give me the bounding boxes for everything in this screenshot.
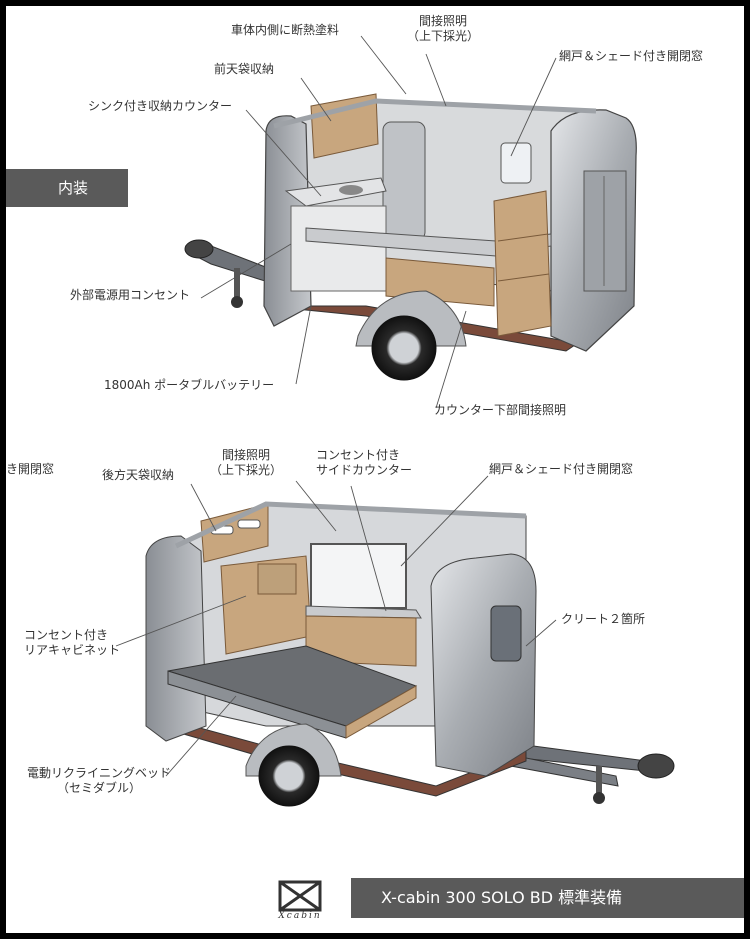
label-line-1: コンセント付き (24, 628, 109, 642)
label-cleat: クリート２箇所 (561, 612, 646, 626)
label-line-1: 間接照明 (418, 14, 467, 28)
leader-lines (115, 35, 557, 777)
label-line-2: （上下採光） (406, 29, 479, 43)
label-window-top: 網戸＆シェード付き開閉窓 (559, 49, 704, 63)
label-window-cut: き開閉窓 (6, 462, 55, 476)
label-line-2: サイドカウンター (316, 463, 413, 477)
label-sink-counter: シンク付き収納カウンター (88, 99, 233, 113)
label-line-2: （セミダブル） (56, 781, 141, 795)
section-tag-interior: 内装 (6, 169, 128, 207)
label-portable-battery: 1800Ah ポータブルバッテリー (104, 378, 275, 392)
footer-title: X-cabin 300 SOLO BD 標準装備 (351, 878, 744, 918)
label-under-counter-light: カウンター下部間接照明 (434, 403, 567, 417)
label-rear-ceiling-storage: 後方天袋収納 (102, 468, 175, 482)
label-side-counter: コンセント付き サイドカウンター (316, 448, 412, 478)
label-window-bottom: 網戸＆シェード付き開閉窓 (489, 462, 634, 476)
label-front-ceiling-storage: 前天袋収納 (214, 62, 275, 76)
label-line-2: （上下採光） (209, 463, 282, 477)
label-electric-bed: 電動リクライニングベッド （セミダブル） (24, 766, 174, 796)
x-mark-icon (278, 880, 322, 912)
trailer-illustrations (115, 35, 675, 807)
figure-page: 内装 車体内側に断熱塗料 間接照明 （上下採光） 網戸＆シェード付き開閉窓 前天… (6, 6, 744, 933)
label-insulation-paint: 車体内側に断熱塗料 (231, 23, 340, 37)
trailer-top (184, 93, 637, 381)
label-indirect-light-top: 間接照明 （上下採光） (403, 14, 483, 44)
label-rear-cabinet: コンセント付き リアキャビネット (24, 628, 120, 658)
xcabin-logo: Xcabin (264, 878, 336, 926)
label-line-1: コンセント付き (316, 448, 401, 462)
logo-wordmark: Xcabin (278, 911, 322, 921)
trailer-bottom (145, 501, 675, 807)
label-indirect-light-bottom: 間接照明 （上下採光） (206, 448, 286, 478)
label-line-1: 間接照明 (221, 448, 270, 462)
label-external-outlet: 外部電源用コンセント (70, 288, 191, 302)
label-line-2: リアキャビネット (24, 643, 121, 657)
label-line-1: 電動リクライニングベッド (26, 766, 171, 780)
